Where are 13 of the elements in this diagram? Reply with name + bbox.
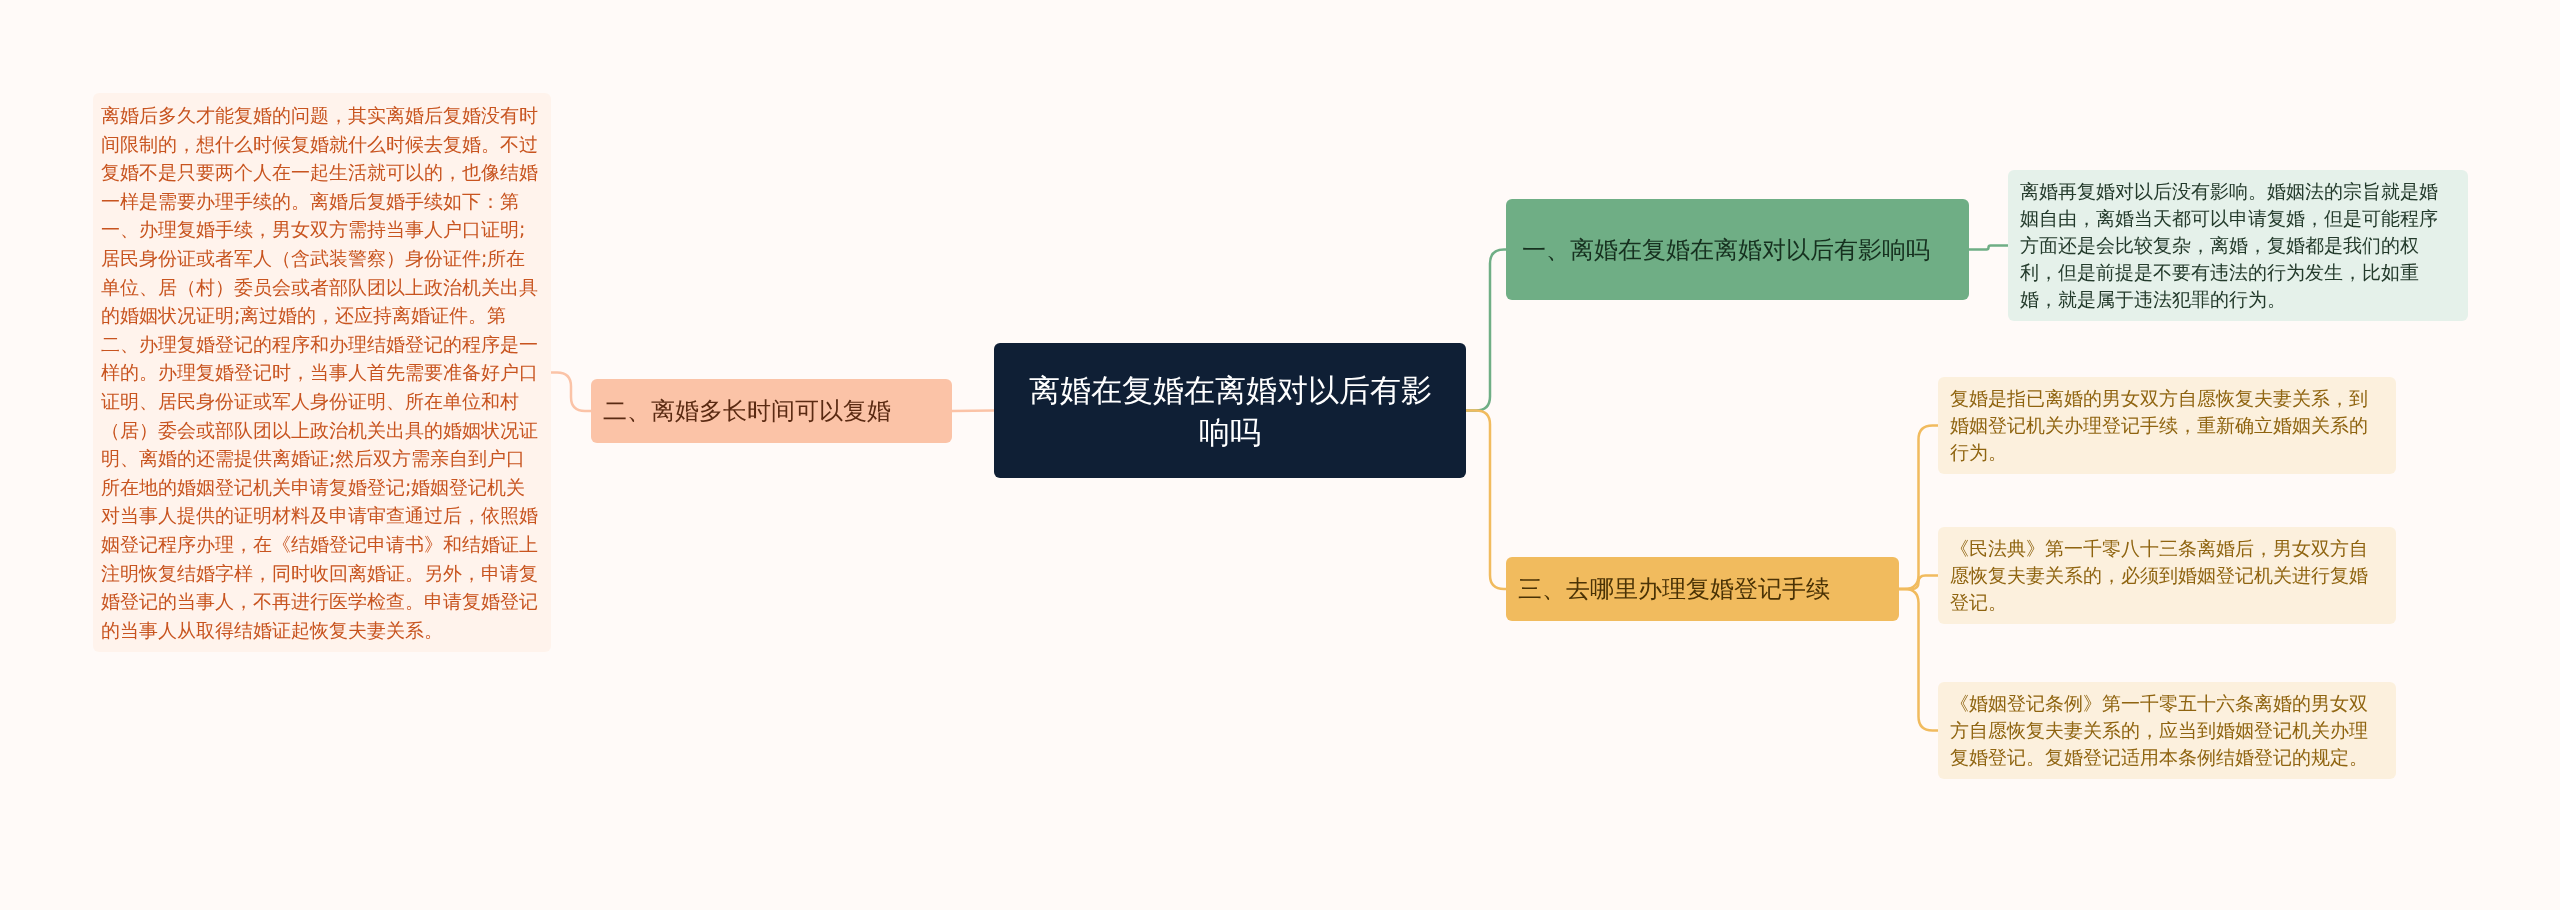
note-card: 离婚后多久才能复婚的问题，其实离婚后复婚没有时间限制的，想什么时候复婚就什么时候去复婚。不过复婚不是只要两个人在一起生活就可以的，也像结婚一样是需要办理手续的。离婚后复婚手续如下：第一、办理复婚手续，男女双方需持当事人户口证明;居民身份证或者军人（含武装警察）身份证件;所在单位、居（村）委员会或者部队团以上政治机关出具的婚姻状况证明;离过婚的，还应持离婚证件。第二、办理复婚登记的程序和办理结婚登记的程序是一样的。办理复婚登记时，当事人首先需要准备好户口证明、居民身份证或军人身份证明、所在单位和村（居）委会或部队团以上政治机关出具的婚姻状况证明、离婚的还需提供离婚证;然后双方需亲自到户口所在地的婚姻登记机关申请复婚登记;婚姻登记机关对当事人提供的证明材料及申请审查通过后，依照婚姻登记程序办理，在《结婚登记申请书》和结婚证上注明恢复结婚字样，同时收回离婚证。另外，申请复婚登记的当事人，不再进行医学检查。申请复婚登记的当事人从取得结婚证起恢复夫妻关系。 (93, 93, 551, 653)
note-card: 《民法典》第一千零八十三条离婚后，男女双方自愿恢复夫妻关系的，必须到婚姻登记机关进行复婚登记。 (1938, 527, 2396, 624)
topic-box: 二、离婚多长时间可以复婚 (591, 379, 952, 443)
note-card: 复婚是指已离婚的男女双方自愿恢复夫妻关系，到婚姻登记机关办理登记手续，重新确立婚姻关系的行为。 (1938, 377, 2396, 474)
connector-line (952, 409, 994, 413)
note-card: 《婚姻登记条例》第一千零五十六条离婚的男女双方自愿恢复夫妻关系的，应当到婚姻登记机关办理复婚登记。复婚登记适用本条例结婚登记的规定。 (1938, 682, 2396, 779)
topic-box: 一、离婚在复婚在离婚对以后有影响吗 (1506, 199, 1969, 300)
connector-line (551, 371, 591, 413)
topic-box: 三、去哪里办理复婚登记手续 (1506, 557, 1899, 621)
connector-line (1466, 409, 1506, 591)
central-topic: 离婚在复婚在离婚对以后有影响吗 (994, 343, 1466, 478)
connector-line (1969, 244, 2008, 251)
note-card: 离婚再复婚对以后没有影响。婚姻法的宗旨就是婚姻自由，离婚当天都可以申请复婚，但是可能程序方面还是会比较复杂，离婚，复婚都是我们的权利，但是前提是不要有违法的行为发生，比如重婚，就是属于违法犯罪的行为。 (2008, 170, 2468, 321)
